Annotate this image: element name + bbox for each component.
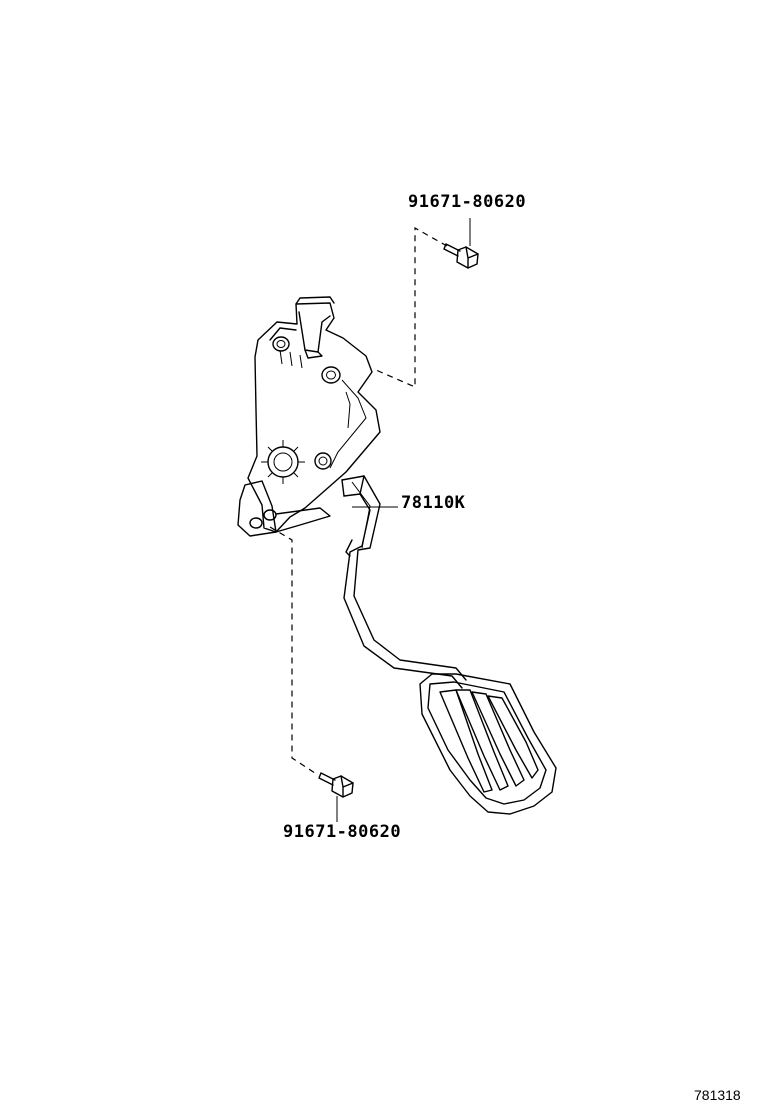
diagram-id: 781318 [694,1087,741,1103]
upper-bolt-part-number[interactable]: 91671-80620 [408,192,527,212]
mounting-guide-lines [269,226,448,776]
lower-bolt-part-number[interactable]: 91671-80620 [283,822,402,842]
pedal-bracket [237,296,381,537]
pedal-assembly-part-number[interactable]: 78110K [401,493,466,513]
upper-bolt [443,218,479,269]
pedal-arm [341,475,467,689]
lower-bolt [318,772,354,822]
pedal-pad [419,673,557,815]
